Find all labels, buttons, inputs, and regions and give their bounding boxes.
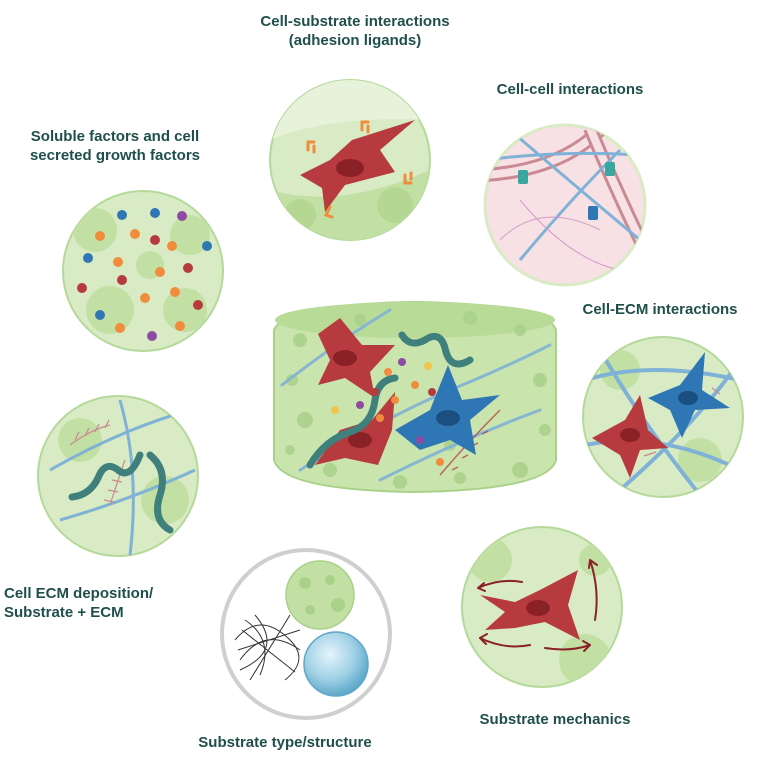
adhesion-ligands-icon bbox=[269, 79, 431, 241]
label-soluble-line1: Soluble factors and cell bbox=[30, 128, 200, 145]
label-ecm-deposition-line2: Substrate + ECM bbox=[4, 604, 124, 621]
label-cell-ecm: Cell-ECM interactions bbox=[582, 301, 738, 318]
growth-factor-particles-icon bbox=[62, 190, 224, 352]
label-cell-cell: Cell-cell interactions bbox=[496, 81, 644, 98]
substrate-structure-icon bbox=[220, 548, 392, 720]
center-scaffold bbox=[273, 300, 557, 494]
label-cell-substrate-line2: (adhesion ligands) bbox=[288, 32, 422, 49]
label-soluble-factors: Soluble factors and cell secreted growth… bbox=[0, 127, 230, 165]
substrate-mechanics-icon bbox=[461, 526, 623, 688]
cell-junction-icon bbox=[483, 123, 647, 287]
label-soluble-line2: secreted growth factors bbox=[29, 147, 201, 164]
label-ecm-deposition-line1: Cell ECM deposition/ bbox=[4, 585, 154, 602]
cell-ecm-fibers-icon bbox=[582, 336, 744, 498]
ecm-deposition-icon bbox=[37, 395, 199, 557]
label-cell-substrate-line1: Cell-substrate interactions bbox=[260, 13, 450, 30]
label-substrate-mechanics: Substrate mechanics bbox=[479, 711, 631, 728]
label-substrate-type: Substrate type/structure bbox=[198, 734, 372, 751]
label-ecm-deposition: Cell ECM deposition/ Substrate + ECM bbox=[4, 584, 194, 622]
label-cell-substrate: Cell-substrate interactions (adhesion li… bbox=[210, 12, 500, 50]
